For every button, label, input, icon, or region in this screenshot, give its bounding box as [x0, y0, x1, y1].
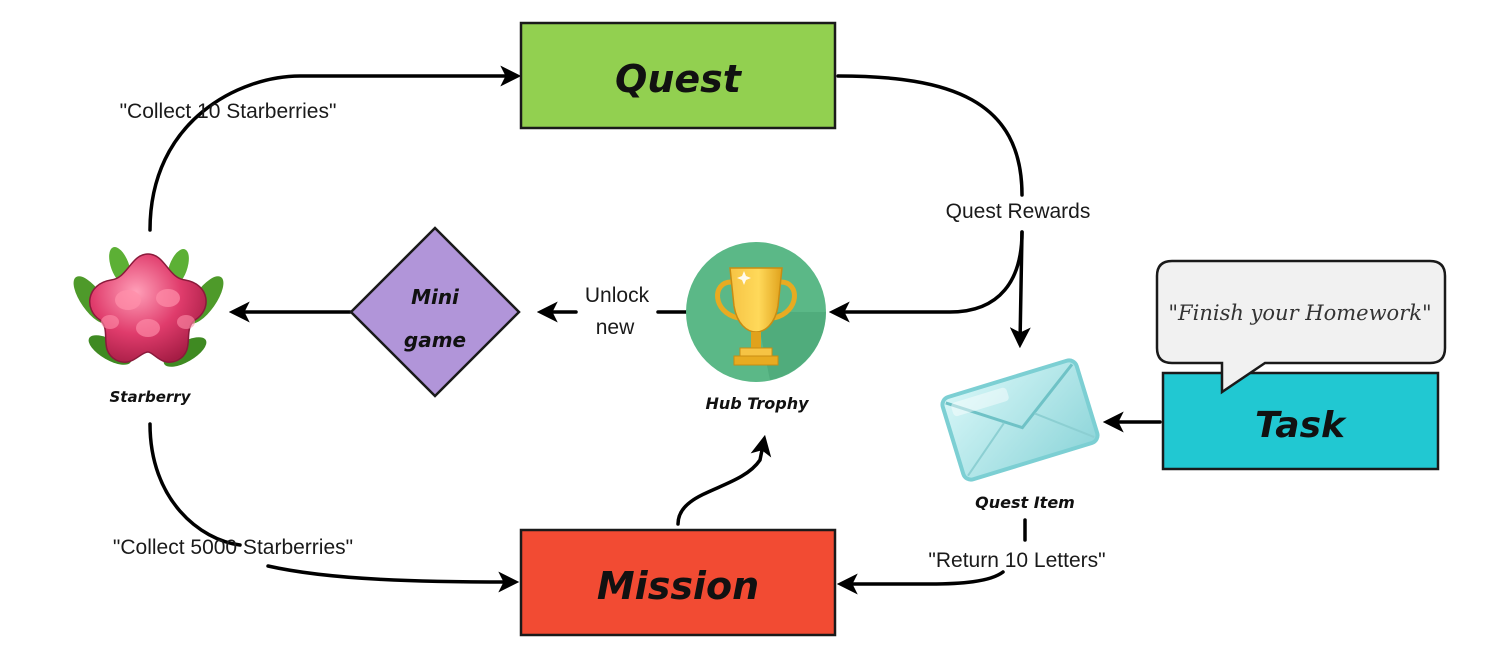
- starberry-caption: Starberry: [110, 388, 192, 406]
- starberry-node[interactable]: Starberry: [67, 244, 230, 406]
- speech-bubble: "Finish your Homework": [1155, 259, 1447, 395]
- envelope-icon: [940, 358, 1100, 482]
- trophy-icon: [686, 242, 826, 382]
- label-collect-10: "Collect 10 Starberries": [120, 100, 337, 123]
- task-node[interactable]: Task: [1161, 371, 1440, 471]
- hub-trophy-node[interactable]: Hub Trophy: [686, 242, 826, 413]
- edge-starberry-to-mission: [148, 422, 242, 547]
- label-return-letters: "Return 10 Letters": [928, 549, 1105, 572]
- hub-trophy-caption: Hub Trophy: [705, 394, 809, 413]
- label-collect-5000: "Collect 5000 Starberries": [113, 536, 353, 559]
- starberry-icon: [73, 246, 224, 367]
- edge-mission-to-trophy: [676, 434, 772, 526]
- quest-item-caption: Quest Item: [975, 493, 1075, 512]
- quest-label: Quest: [615, 57, 743, 101]
- label-unlock-line2: new: [596, 316, 635, 339]
- label-unlock-line1: Unlock: [585, 284, 650, 307]
- task-label: Task: [1255, 405, 1347, 446]
- quest-item-node[interactable]: Quest Item: [940, 358, 1100, 512]
- label-quest-rewards: Quest Rewards: [946, 200, 1091, 223]
- edge-rewards-to-trophy: [828, 230, 1024, 323]
- mission-node[interactable]: Mission: [519, 528, 837, 637]
- mission-label: Mission: [597, 564, 759, 608]
- edge-rewards-to-quest-item: [1009, 230, 1031, 349]
- edge-starberry-to-quest: [148, 65, 522, 232]
- minigame-label-line2: game: [404, 328, 466, 352]
- speech-bubble-text: "Finish your Homework": [1168, 301, 1431, 325]
- minigame-label-line1: Mini: [411, 285, 460, 309]
- edge-quest-to-rewards: [836, 74, 1024, 197]
- minigame-node[interactable]: Mini game: [349, 226, 521, 398]
- edge-collect5000-to-mission: [266, 564, 520, 593]
- edge-letters-to-mission: [836, 570, 1005, 595]
- quest-node[interactable]: Quest: [519, 21, 837, 130]
